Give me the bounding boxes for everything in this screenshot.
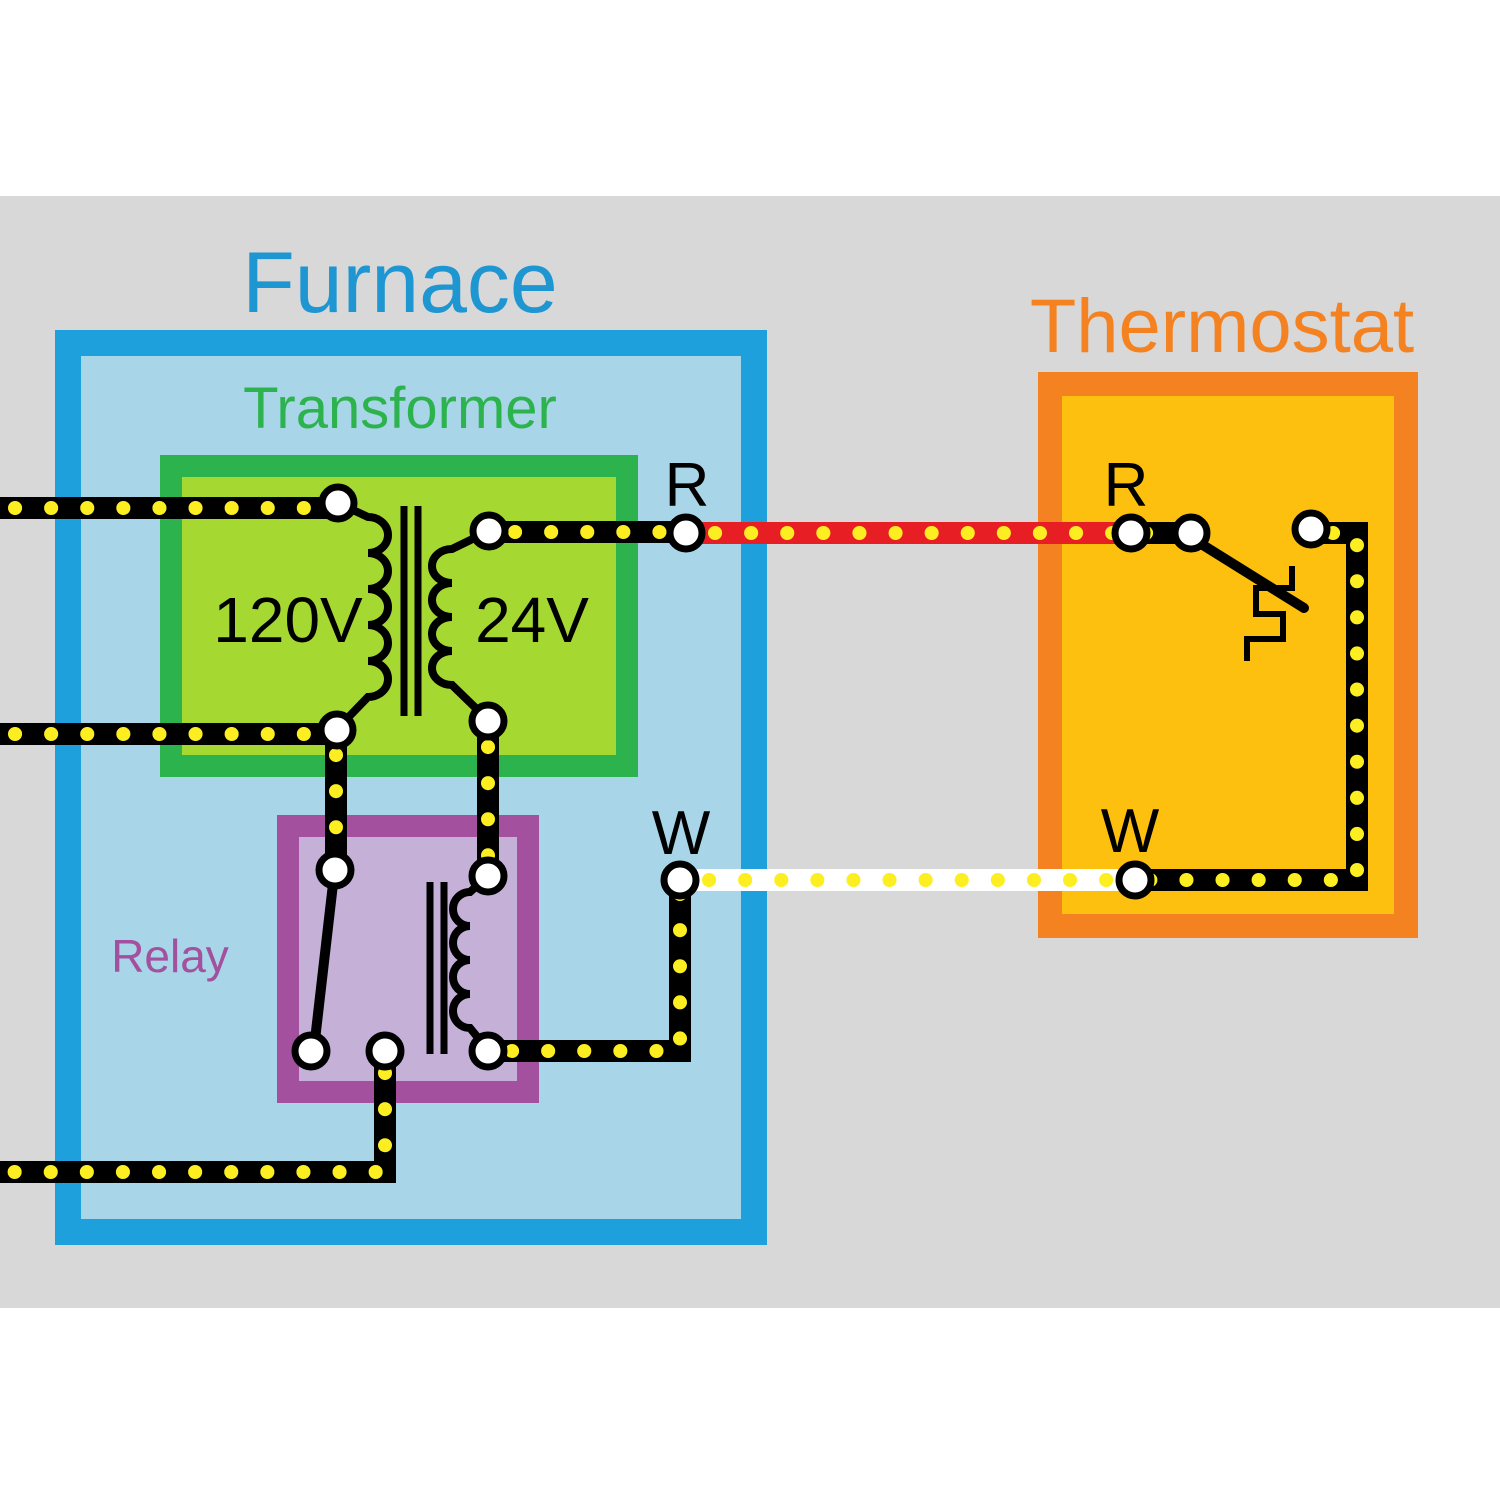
- terminal-relay-out: [365, 1031, 405, 1071]
- transformer-label: Transformer: [243, 376, 557, 441]
- terminal-thermostat-pivot: [1171, 513, 1211, 553]
- terminal-relay-coil-bottom: [468, 1031, 508, 1071]
- terminal-transformer-primary-bottom: [317, 710, 357, 750]
- switch-out-wire: [0, 1051, 396, 1183]
- furnace-r-terminal-label: R: [665, 451, 710, 520]
- transformer-secondary-coil: [428, 527, 491, 723]
- terminal-thermostat-r: [1111, 513, 1151, 553]
- terminal-furnace-r: [666, 513, 706, 553]
- thermostat-label: Thermostat: [1030, 284, 1414, 369]
- coil-to-w-wire: [490, 885, 691, 1062]
- terminal-transformer-primary-top: [318, 483, 358, 523]
- terminal-thermostat-contact: [1291, 509, 1331, 549]
- transformer-primary-coil: [334, 499, 392, 732]
- relay-switch-blade: [310, 879, 338, 1045]
- secondary-voltage-label: 24V: [475, 584, 589, 656]
- primary-voltage-label: 120V: [213, 584, 363, 656]
- terminal-relay-switch-top: [315, 850, 355, 890]
- terminal-furnace-w: [660, 860, 700, 900]
- terminal-transformer-secondary-bottom: [468, 701, 508, 741]
- terminal-transformer-secondary-top: [469, 511, 509, 551]
- relay-label: Relay: [111, 930, 229, 982]
- transformer-box: [160, 455, 638, 777]
- relay-coil: [449, 873, 492, 1053]
- thermostat-internal-wire: [1136, 522, 1368, 891]
- furnace-label: Furnace: [242, 235, 558, 331]
- terminal-relay-switch-bottom: [291, 1031, 331, 1071]
- thermostat-internal-wire-dots: [1136, 526, 1364, 887]
- coil-to-w-wire-stroke: [497, 892, 691, 1062]
- thermostat-switch-blade: [1193, 537, 1309, 613]
- thermostat-w-terminal-label: W: [1101, 797, 1160, 866]
- heat-anticipator-symbol: [1244, 566, 1295, 661]
- thermostat-r-terminal-label: R: [1104, 451, 1149, 520]
- switch-out-wire-dots: [0, 1051, 392, 1179]
- terminal-thermostat-w: [1115, 860, 1155, 900]
- terminal-relay-coil-top: [468, 856, 508, 896]
- furnace-w-terminal-label: W: [652, 799, 711, 868]
